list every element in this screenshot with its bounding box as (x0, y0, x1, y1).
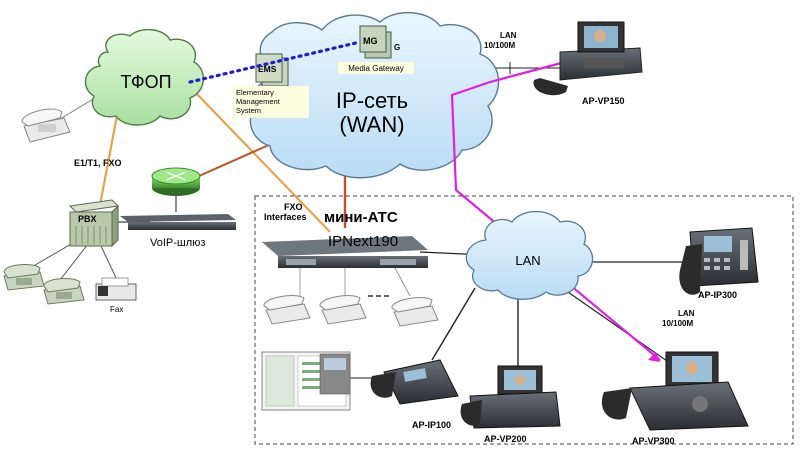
pbx-to-phone-line-2 (59, 243, 89, 281)
ems-desc-line2: Management (236, 97, 281, 106)
ap-ip300-phone[interactable]: AP-IP300 (679, 227, 759, 300)
voip-gateway[interactable]: VoIP-шлюз (120, 214, 236, 249)
mini-ats-phone-3[interactable] (391, 297, 439, 327)
pstn-cloud[interactable]: ТФОП (84, 29, 204, 126)
mg-label: MG (363, 36, 378, 46)
mini-ats-phones-line-3 (394, 267, 411, 297)
ipnext-label: IPNext190 (328, 233, 398, 250)
mini-ats-label: мини-АТС (324, 209, 398, 226)
lan-top-speed-label: 10/100M (484, 41, 515, 50)
fxo-label: FXO (284, 202, 303, 212)
mg-small-label: G (394, 43, 400, 52)
ap-ip300-label: AP-IP300 (698, 290, 737, 300)
ap-vp300-phone[interactable]: AP-VP300 (601, 351, 749, 446)
fxo-interfaces-label: Interfaces (264, 212, 307, 222)
ip-network-label: IP-сеть (336, 88, 408, 113)
lan-cloud-label: LAN (515, 253, 540, 268)
ap-ip100-label: AP-IP100 (412, 420, 451, 430)
media-gateway-label: Media Gateway (348, 64, 404, 73)
pstn-analog-phone[interactable] (21, 108, 71, 143)
video-call-arrow (648, 352, 660, 362)
media-gateway[interactable]: MG G Media Gateway (338, 25, 414, 74)
ap-ip100-phone[interactable]: AP-IP100 (370, 359, 459, 430)
ap-vp150-label: AP-VP150 (582, 96, 625, 106)
ap-vp300-label: AP-VP300 (632, 436, 675, 446)
fax-label: Fax (110, 305, 123, 314)
ems-label: EMS (258, 64, 277, 74)
lan-right-label: LAN (678, 309, 695, 318)
ems-server[interactable]: EMS Elementary Management System (233, 53, 309, 118)
router-to-ip-line (189, 139, 281, 181)
pstn-label: ТФОП (120, 72, 171, 92)
pbx-analog-phone-1[interactable] (3, 264, 45, 291)
ems-mg-dotted-link (188, 40, 362, 84)
ap-vp200-label: AP-VP200 (484, 434, 527, 444)
pc-softphone[interactable] (261, 351, 351, 411)
mini-ats-phone-1[interactable] (263, 295, 311, 325)
lan-top-label: LAN (500, 31, 517, 40)
pbx-cabinet[interactable]: PBX (68, 199, 120, 248)
pbx-analog-phone-2[interactable] (43, 278, 85, 305)
pbx-to-fax-line (99, 243, 119, 283)
lan-right-speed-label: 10/100M (662, 319, 693, 328)
mini-ats-ipnext190[interactable]: мини-АТС IPNext190 (262, 209, 428, 268)
pstn-to-mini-ats-line (194, 91, 331, 233)
lan-cloud[interactable]: LAN (465, 210, 594, 300)
pbx-label: PBX (78, 214, 97, 224)
voip-gateway-label: VoIP-шлюз (150, 237, 205, 249)
office-boundary (254, 195, 794, 445)
e1-t1-fxo-label: E1/T1, FXO (74, 158, 122, 168)
router[interactable] (151, 167, 201, 196)
mini-ats-phone-2[interactable] (319, 295, 367, 325)
fax-machine[interactable]: Fax (95, 277, 137, 314)
ap-vp150-phone[interactable]: AP-VP150 (533, 21, 643, 106)
ems-desc-line3: System (236, 106, 261, 115)
wan-label: (WAN) (339, 112, 404, 137)
ap-vp200-phone[interactable]: AP-VP200 (460, 365, 561, 444)
ems-desc-line1: Elementary (236, 88, 274, 97)
lan-to-ip100-line (431, 287, 476, 361)
